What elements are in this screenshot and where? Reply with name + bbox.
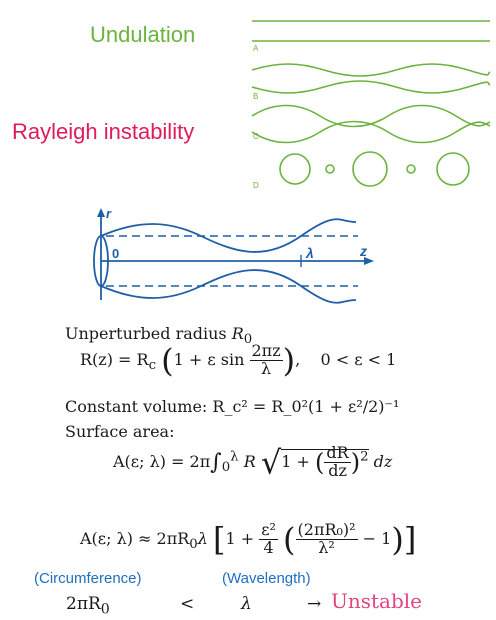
unperturbed-radius-line: Unperturbed radius R0: [65, 324, 252, 347]
integral-lower-limit: 0: [221, 459, 231, 475]
minus-one: − 1: [362, 528, 392, 548]
stage-d-large-drop: [352, 151, 388, 187]
circumference-squared: (2πR₀)²: [295, 520, 358, 540]
stage-d-large-drop: [436, 152, 470, 186]
two-pi-r: 2πR: [66, 594, 101, 614]
sqrt-prefix: 1 +: [281, 451, 310, 471]
lambda-label: λ: [305, 245, 314, 261]
approx-inner-prefix: 1 +: [225, 528, 255, 548]
lambda-symbol: λ: [241, 594, 252, 614]
surface-area-label: Surface area:: [65, 422, 175, 441]
area-eq-lhs: A(ε; λ) = 2π: [113, 451, 211, 471]
r-axis-label: r: [106, 206, 112, 221]
r0-symbol: R: [231, 324, 244, 343]
rc-subscript: c: [148, 357, 157, 373]
radius-eq-mid: 1 + ε sin: [173, 349, 245, 369]
radius-eq-lhs: R(z) = R: [80, 349, 149, 369]
unperturbed-label: Unperturbed radius: [65, 324, 232, 343]
constant-volume-line: Constant volume: R_c² = R_0²(1 + ε²/2)⁻¹: [65, 397, 399, 416]
radius-eq-denominator: λ: [260, 358, 272, 378]
stage-d-label: D: [253, 181, 259, 190]
stage-b-top-wave: [251, 63, 491, 77]
epsilon-squared: ε²: [259, 520, 278, 540]
area-dz: dz: [373, 451, 393, 471]
epsilon-condition: 0 < ε < 1: [320, 349, 397, 369]
integral-upper-limit: λ: [230, 449, 239, 465]
instability-stages-figure: A B C D: [251, 20, 491, 190]
lambda-squared: λ²: [318, 537, 335, 557]
stage-a-label: A: [253, 44, 259, 53]
stage-b-label: B: [253, 92, 258, 101]
stage-c-bottom-wave: [251, 120, 491, 144]
stage-d-large-drop: [279, 153, 311, 185]
perturbed-top-surface: [100, 218, 357, 253]
derivative-numerator: dR: [324, 443, 351, 463]
approx-lambda: λ: [197, 528, 208, 548]
z-axis-arrowhead: [364, 257, 374, 265]
circumference-expr: 2πR0: [66, 594, 110, 617]
undulation-title: Undulation: [90, 22, 196, 47]
unstable-label: Unstable: [331, 589, 422, 613]
implies-arrow: →: [307, 594, 322, 614]
approx-r0-subscript: 0: [189, 536, 198, 552]
z-axis-label: z: [359, 243, 367, 259]
circumference-subscript: 0: [100, 601, 110, 618]
rayleigh-instability-title: Rayleigh instability: [12, 119, 195, 144]
stage-c-top-wave: [251, 104, 491, 128]
wavelength-label: (Wavelength): [222, 570, 311, 587]
radius-eq-numerator: 2πz: [249, 341, 283, 361]
constant-volume-expr: R_c² = R_0²(1 + ε²/2)⁻¹: [212, 397, 400, 416]
area-integrand: R: [243, 451, 256, 471]
constant-volume-label: Constant volume:: [65, 397, 213, 416]
perturbed-bottom-surface: [100, 269, 357, 304]
approx-lhs: A(ε; λ) ≈ 2πR: [80, 528, 190, 548]
stage-d-small-drop: [325, 164, 335, 174]
stage-d-small-drop: [406, 164, 416, 174]
origin-label: 0: [112, 246, 119, 261]
r0-subscript: 0: [243, 332, 253, 348]
circumference-label: (Circumference): [34, 570, 142, 587]
stage-c-label: C: [253, 132, 259, 141]
derivative-denominator: dz: [328, 460, 347, 480]
r-axis-arrowhead: [97, 208, 105, 217]
stage-b-bottom-wave: [251, 80, 491, 94]
four-denominator: 4: [263, 537, 274, 557]
less-than-symbol: <: [180, 594, 195, 614]
perturbed-cylinder-diagram: r 0 λ z: [93, 206, 374, 304]
